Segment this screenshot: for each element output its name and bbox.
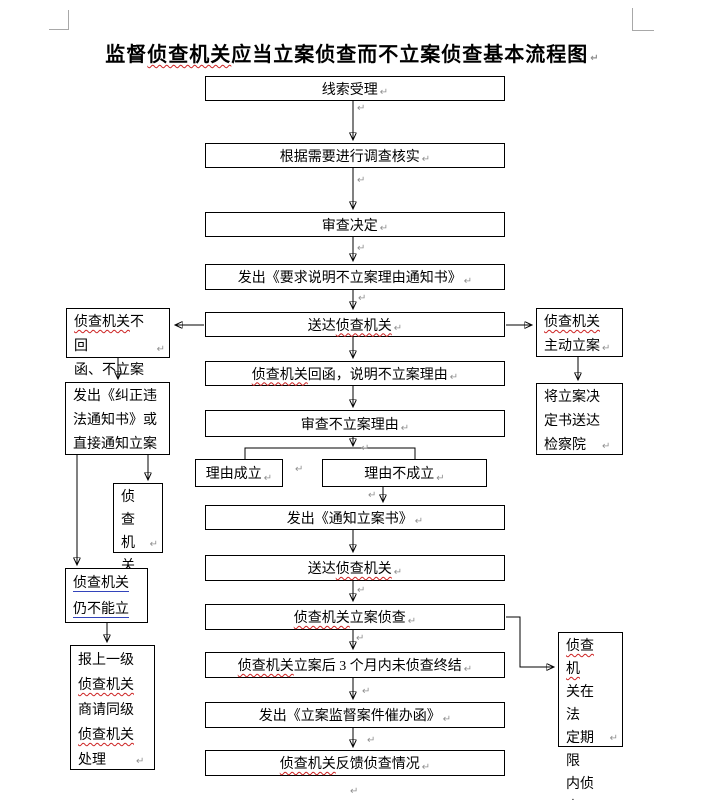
node-reason-valid: 理由成立↵ <box>195 459 283 487</box>
node-issue-correction-notice: 发出《纠正违 法通知书》或 直接通知立案 <box>65 382 170 455</box>
node-still-cannot-file: 侦查机关 仍不能立 <box>65 568 148 623</box>
return-mark-icon: ↵ <box>602 441 611 452</box>
node-organ-reply: 侦查机关回函，说明不立案理由↵ <box>205 361 505 386</box>
node-deliver-to-organ-1: 送达侦查机关↵ <box>205 312 505 337</box>
node-no-reply-no-filing: 侦查机关不回 函、不立案↵ <box>66 308 170 378</box>
return-mark-icon: ↵ <box>350 786 359 797</box>
return-mark-icon: ↵ <box>449 372 459 383</box>
node-review-decision: 审查决定↵ <box>205 212 505 237</box>
return-mark-icon: ↵ <box>421 154 431 165</box>
node-deliver-decision-procuratorate: 将立案决 定书送达 检察院↵ <box>536 383 623 455</box>
return-mark-icon: ↵ <box>442 714 452 725</box>
node-organ-files: 侦查 机关 立案↵ <box>113 483 163 620</box>
return-mark-icon: ↵ <box>368 490 377 501</box>
return-mark-icon: ↵ <box>463 276 473 287</box>
return-mark-icon: ↵ <box>379 223 389 234</box>
node-investigate-verify: 根据需要进行调查核实↵ <box>205 143 505 168</box>
return-mark-icon: ↵ <box>436 473 445 484</box>
return-mark-icon: ↵ <box>609 733 618 744</box>
node-reason-invalid: 理由不成立↵ <box>322 459 487 487</box>
return-mark-icon: ↵ <box>156 344 165 355</box>
return-mark-icon: ↵ <box>358 293 367 304</box>
page-margin-mark-top-left <box>49 10 69 30</box>
return-mark-icon: ↵ <box>357 585 366 596</box>
return-mark-icon: ↵ <box>407 616 417 627</box>
node-clue-acceptance: 线索受理↵ <box>205 76 505 101</box>
return-mark-icon: ↵ <box>463 664 473 675</box>
return-mark-icon: ↵ <box>362 686 371 697</box>
node-review-reasons: 审查不立案理由↵ <box>205 410 505 437</box>
return-mark-icon: ↵ <box>414 516 424 527</box>
node-issue-filing-notice: 发出《通知立案书》↵ <box>205 505 505 530</box>
return-mark-icon: ↵ <box>356 633 365 644</box>
return-mark-icon: ↵ <box>357 243 366 254</box>
node-report-higher-level: 报上一级 侦查机关 商请同级 侦查机关 处理↵ <box>70 645 155 770</box>
node-issue-request-notice: 发出《要求说明不立案理由通知书》↵ <box>205 264 505 290</box>
page-title: 监督侦查机关应当立案侦查而不立案侦查基本流程图↵ <box>105 44 600 66</box>
return-mark-icon: ↵ <box>393 323 403 334</box>
page-margin-mark-top-right <box>632 8 654 31</box>
node-deliver-to-organ-2: 送达侦查机关↵ <box>205 555 505 581</box>
return-mark-icon: ↵ <box>263 473 273 484</box>
return-mark-icon: ↵ <box>400 423 410 434</box>
return-mark-icon: ↵ <box>357 103 366 114</box>
return-mark-icon: ↵ <box>602 343 611 354</box>
return-mark-icon: ↵ <box>136 756 145 767</box>
node-organ-files-case: 侦查机关立案侦查↵ <box>205 604 505 630</box>
node-conclude-within-legal-period: 侦查机 关在法 定期限 内侦查 终结↵ <box>558 632 623 792</box>
node-not-concluded-3-months: 侦查机关立案后 3 个月内未侦查终结↵ <box>205 652 505 678</box>
return-mark-icon: ↵ <box>590 53 600 64</box>
return-mark-icon: ↵ <box>367 735 376 746</box>
return-mark-icon: ↵ <box>149 539 158 550</box>
node-issue-urging-letter: 发出《立案监督案件催办函》↵ <box>205 702 505 728</box>
return-mark-icon: ↵ <box>393 567 403 578</box>
node-organ-voluntary-filing: 侦查机关 主动立案↵ <box>536 308 623 357</box>
return-mark-icon: ↵ <box>357 175 366 186</box>
return-mark-icon: ↵ <box>295 464 304 475</box>
return-mark-icon: ↵ <box>421 762 431 773</box>
return-mark-icon: ↵ <box>379 87 389 98</box>
return-mark-icon: ↵ <box>361 443 370 454</box>
node-organ-feedback: 侦查机关反馈侦查情况↵ <box>205 750 505 776</box>
